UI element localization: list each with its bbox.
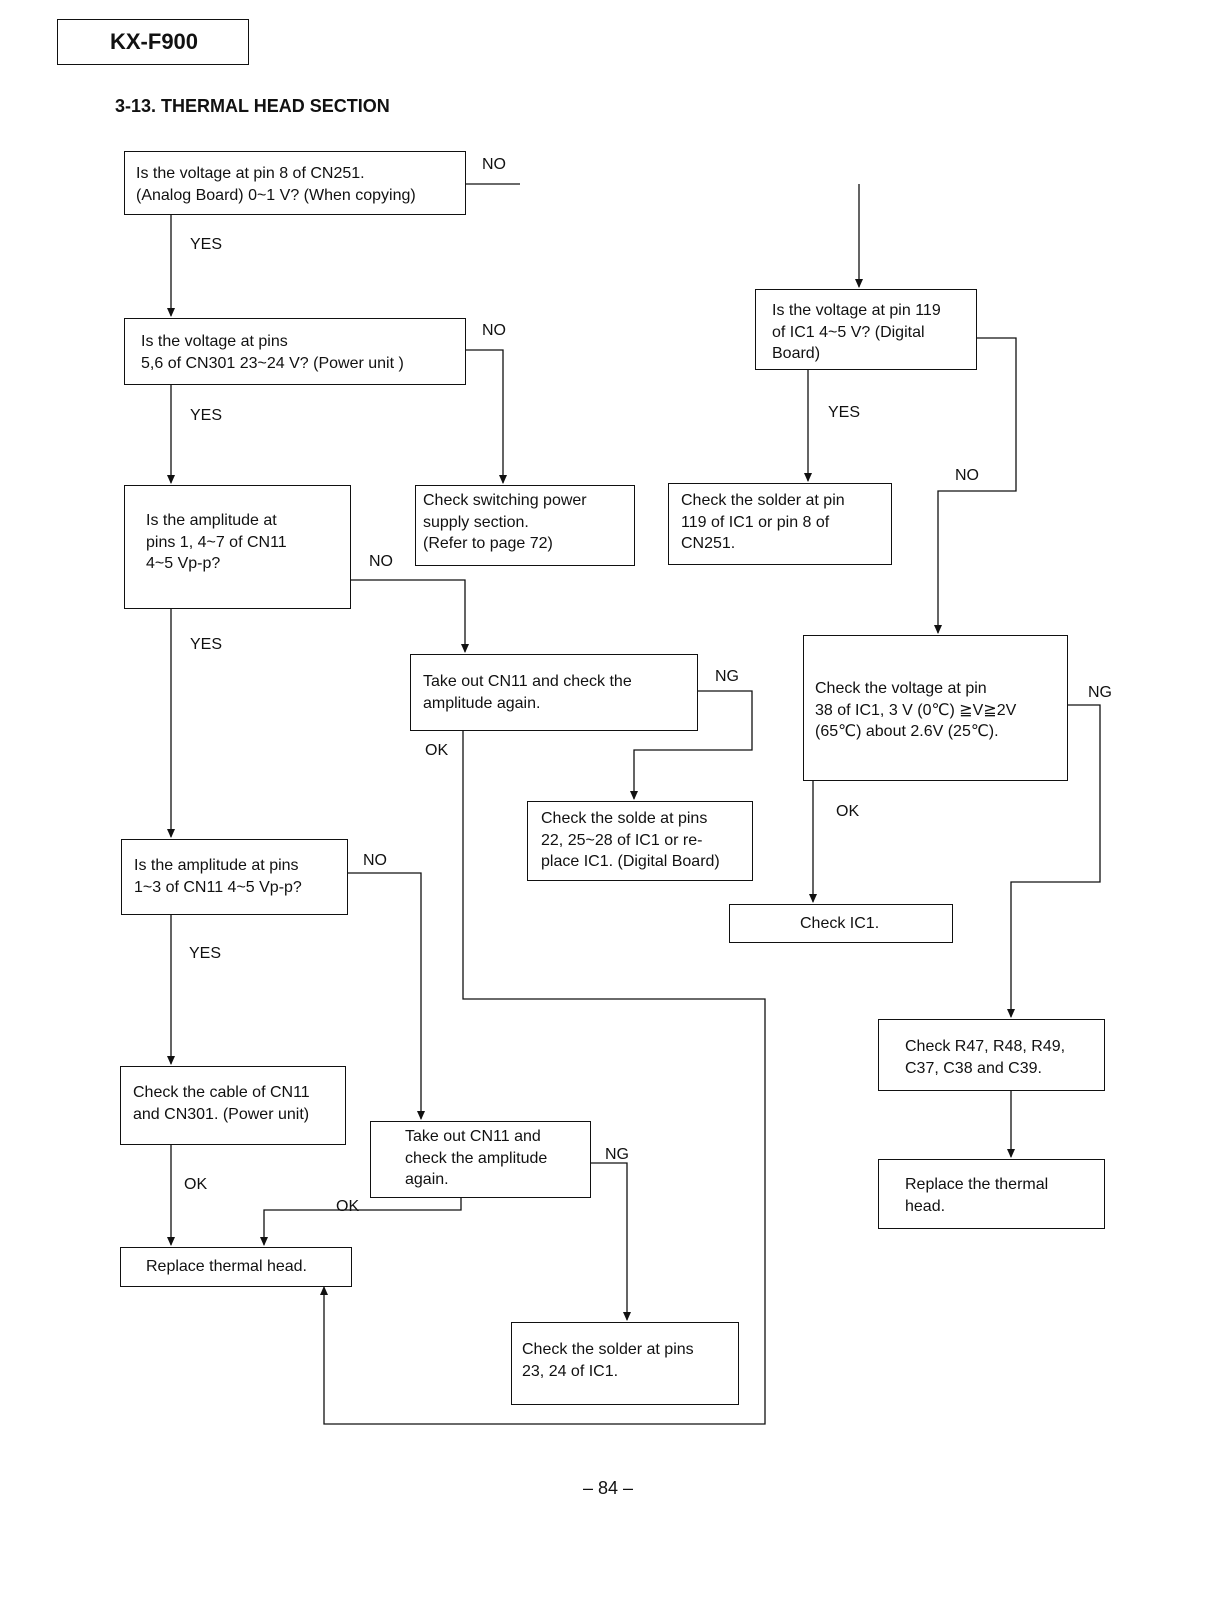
edge-b7-ok-b16 xyxy=(320,731,766,1425)
edge-b7-ng-b9 xyxy=(630,690,753,800)
edge-b8-ng-b12 xyxy=(1007,704,1101,1018)
decision-cn301-voltage: Is the voltage at pins 5,6 of CN301 23~2… xyxy=(124,318,466,385)
edge-b14-ok-b16 xyxy=(260,1198,462,1246)
label-b3-no: NO xyxy=(369,553,393,570)
label-b5-yes: YES xyxy=(828,404,861,421)
replace-the-thermal-head: Replace the thermal head. xyxy=(878,1159,1105,1229)
label-b7-ng: NG xyxy=(715,668,739,685)
label-b13-ok: OK xyxy=(184,1176,208,1193)
label-b8-ng: NG xyxy=(1088,684,1112,701)
label-b2-no: NO xyxy=(482,322,506,339)
label-b1-yes: YES xyxy=(190,236,223,253)
label-b10-no: NO xyxy=(363,852,387,869)
check-cable-cn11-cn301: Check the cable of CN11 and CN301. (Powe… xyxy=(120,1066,346,1145)
label-b2-yes: YES xyxy=(190,407,223,424)
label-b3-yes: YES xyxy=(190,636,223,653)
label-b1-no: NO xyxy=(482,156,506,173)
label-b14-ok: OK xyxy=(336,1198,360,1215)
edge-b5-no-b8 xyxy=(934,337,1017,634)
check-ic1: Check IC1. xyxy=(729,904,953,943)
section-title: 3-13. THERMAL HEAD SECTION xyxy=(115,96,390,116)
check-switching-power: Check switching power supply section. (R… xyxy=(415,485,635,566)
label-b10-yes: YES xyxy=(189,945,222,962)
check-solder-pins-23-24: Check the solder at pins 23, 24 of IC1. xyxy=(511,1322,739,1405)
check-solder-pins-22-25-28: Check the solde at pins 22, 25~28 of IC1… xyxy=(527,801,753,881)
check-solder-pin119: Check the solder at pin 119 of IC1 or pi… xyxy=(668,483,892,565)
decision-cn251-voltage: Is the voltage at pin 8 of CN251. (Analo… xyxy=(124,151,466,215)
model-label: KX-F900 xyxy=(57,19,249,65)
page-number: – 84 – xyxy=(582,1478,634,1498)
take-out-cn11-check-amplitude: Take out CN11 and check the amplitude ag… xyxy=(410,654,698,731)
check-ic1-pin38-voltage: Check the voltage at pin 38 of IC1, 3 V … xyxy=(803,635,1068,781)
edge-b10-no-b14 xyxy=(348,872,425,1120)
edge-b2-no-b4 xyxy=(466,349,507,484)
decision-ic1-pin119-voltage: Is the voltage at pin 119 of IC1 4~5 V? … xyxy=(755,289,977,370)
edge-b14-ng-b17 xyxy=(591,1162,631,1321)
check-resistors-capacitors: Check R47, R48, R49, C37, C38 and C39. xyxy=(878,1019,1105,1091)
label-b8-ok: OK xyxy=(836,803,860,820)
decision-cn11-amplitude-pins-1-4-7: Is the amplitude at pins 1, 4~7 of CN11 … xyxy=(124,485,351,609)
take-out-cn11-check-amplitude-2: Take out CN11 and check the amplitude ag… xyxy=(370,1121,591,1198)
edge-b3-no-b7 xyxy=(350,579,469,653)
label-b7-ok: OK xyxy=(425,742,449,759)
replace-thermal-head: Replace thermal head. xyxy=(120,1247,352,1287)
label-b5-no: NO xyxy=(955,467,979,484)
label-b14-ng: NG xyxy=(605,1146,629,1163)
decision-cn11-amplitude-pins-1-3: Is the amplitude at pins 1~3 of CN11 4~5… xyxy=(121,839,348,915)
